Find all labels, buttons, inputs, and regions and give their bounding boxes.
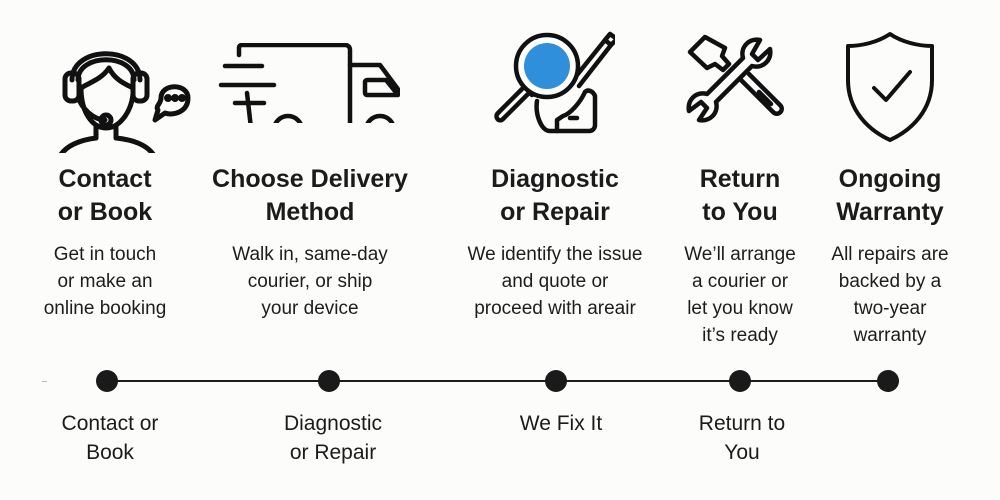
step-description: Get in touch or make an online booking — [5, 241, 205, 322]
timeline-start-mark — [42, 381, 47, 382]
step-title-line: to You — [702, 198, 778, 226]
step-title: Diagnostic or Repair — [450, 163, 660, 229]
step-title-line: or Repair — [500, 198, 610, 226]
timeline-dot-3 — [545, 370, 567, 392]
step-description-line: We’ll arrange — [684, 244, 796, 265]
timeline-label-diagnostic-or-repair: Diagnostic or Repair — [253, 409, 413, 467]
step-title-line: Choose Delivery — [212, 165, 408, 193]
step-description: Walk in, same-day courier, or ship your … — [200, 241, 420, 322]
step-description-line: a courier or — [691, 271, 789, 292]
step-description-line: it’s ready — [702, 325, 778, 346]
step-title-line: Method — [265, 198, 355, 226]
step-title-line: Diagnostic — [491, 165, 619, 193]
step-description-line: two-year — [853, 298, 927, 319]
step-description: We’ll arrange a courier or let you know … — [665, 241, 815, 349]
timeline-label-line: or Repair — [289, 441, 377, 464]
timeline-label-line: You — [724, 441, 760, 464]
step-description-line: backed by a — [838, 271, 942, 292]
step-description: We identify the issue and quote or proce… — [450, 241, 660, 322]
step-description-line: or make an — [57, 271, 153, 292]
timeline-dot-1 — [96, 370, 118, 392]
timeline-line — [105, 380, 888, 382]
shield-check-icon — [840, 30, 940, 145]
headset-support-icon — [43, 28, 193, 153]
timeline-label-we-fix-it: We Fix It — [481, 409, 641, 438]
wrench-screwdriver-icon — [685, 32, 800, 132]
step-title: Contact or Book — [5, 163, 205, 229]
step-description-line: We identify the issue — [467, 244, 643, 265]
step-title-line: Warranty — [836, 198, 944, 226]
step-title: Return to You — [665, 163, 815, 229]
magnifier-screwdriver-icon — [485, 28, 615, 138]
step-title-line: Ongoing — [838, 165, 942, 193]
step-description-line: Walk in, same-day — [232, 244, 388, 265]
timeline-label-return-to-you: Return to You — [662, 409, 822, 467]
step-title: Ongoing Warranty — [810, 163, 970, 229]
timeline-label-line: Return to — [698, 412, 786, 435]
step-description-line: All repairs are — [831, 244, 949, 265]
step-title: Choose Delivery Method — [200, 163, 420, 229]
step-description-line: and quote or — [501, 271, 609, 292]
step-title-line: Return — [699, 165, 781, 193]
step-description-line: online booking — [43, 298, 167, 319]
timeline-dot-5 — [877, 370, 899, 392]
step-description-line: warranty — [853, 325, 927, 346]
step-description-line: courier, or ship — [247, 271, 373, 292]
step-description: All repairs are backed by a two-year war… — [810, 241, 970, 349]
step-title-line: Contact — [58, 165, 152, 193]
timeline-label-line: Diagnostic — [283, 412, 383, 435]
timeline-label-line: We Fix It — [519, 412, 603, 435]
delivery-truck-icon — [210, 43, 400, 123]
step-description-line: Get in touch — [53, 244, 157, 265]
timeline-dot-2 — [318, 370, 340, 392]
timeline-dot-4 — [729, 370, 751, 392]
step-description-line: your device — [261, 298, 359, 319]
step-description-line: proceed with areair — [474, 298, 636, 319]
timeline-label-contact-or-book: Contact or Book — [30, 409, 190, 467]
timeline-label-line: Book — [86, 441, 134, 464]
step-title-line: or Book — [57, 198, 153, 226]
step-description-line: let you know — [687, 298, 793, 319]
timeline-label-line: Contact or — [61, 412, 159, 435]
